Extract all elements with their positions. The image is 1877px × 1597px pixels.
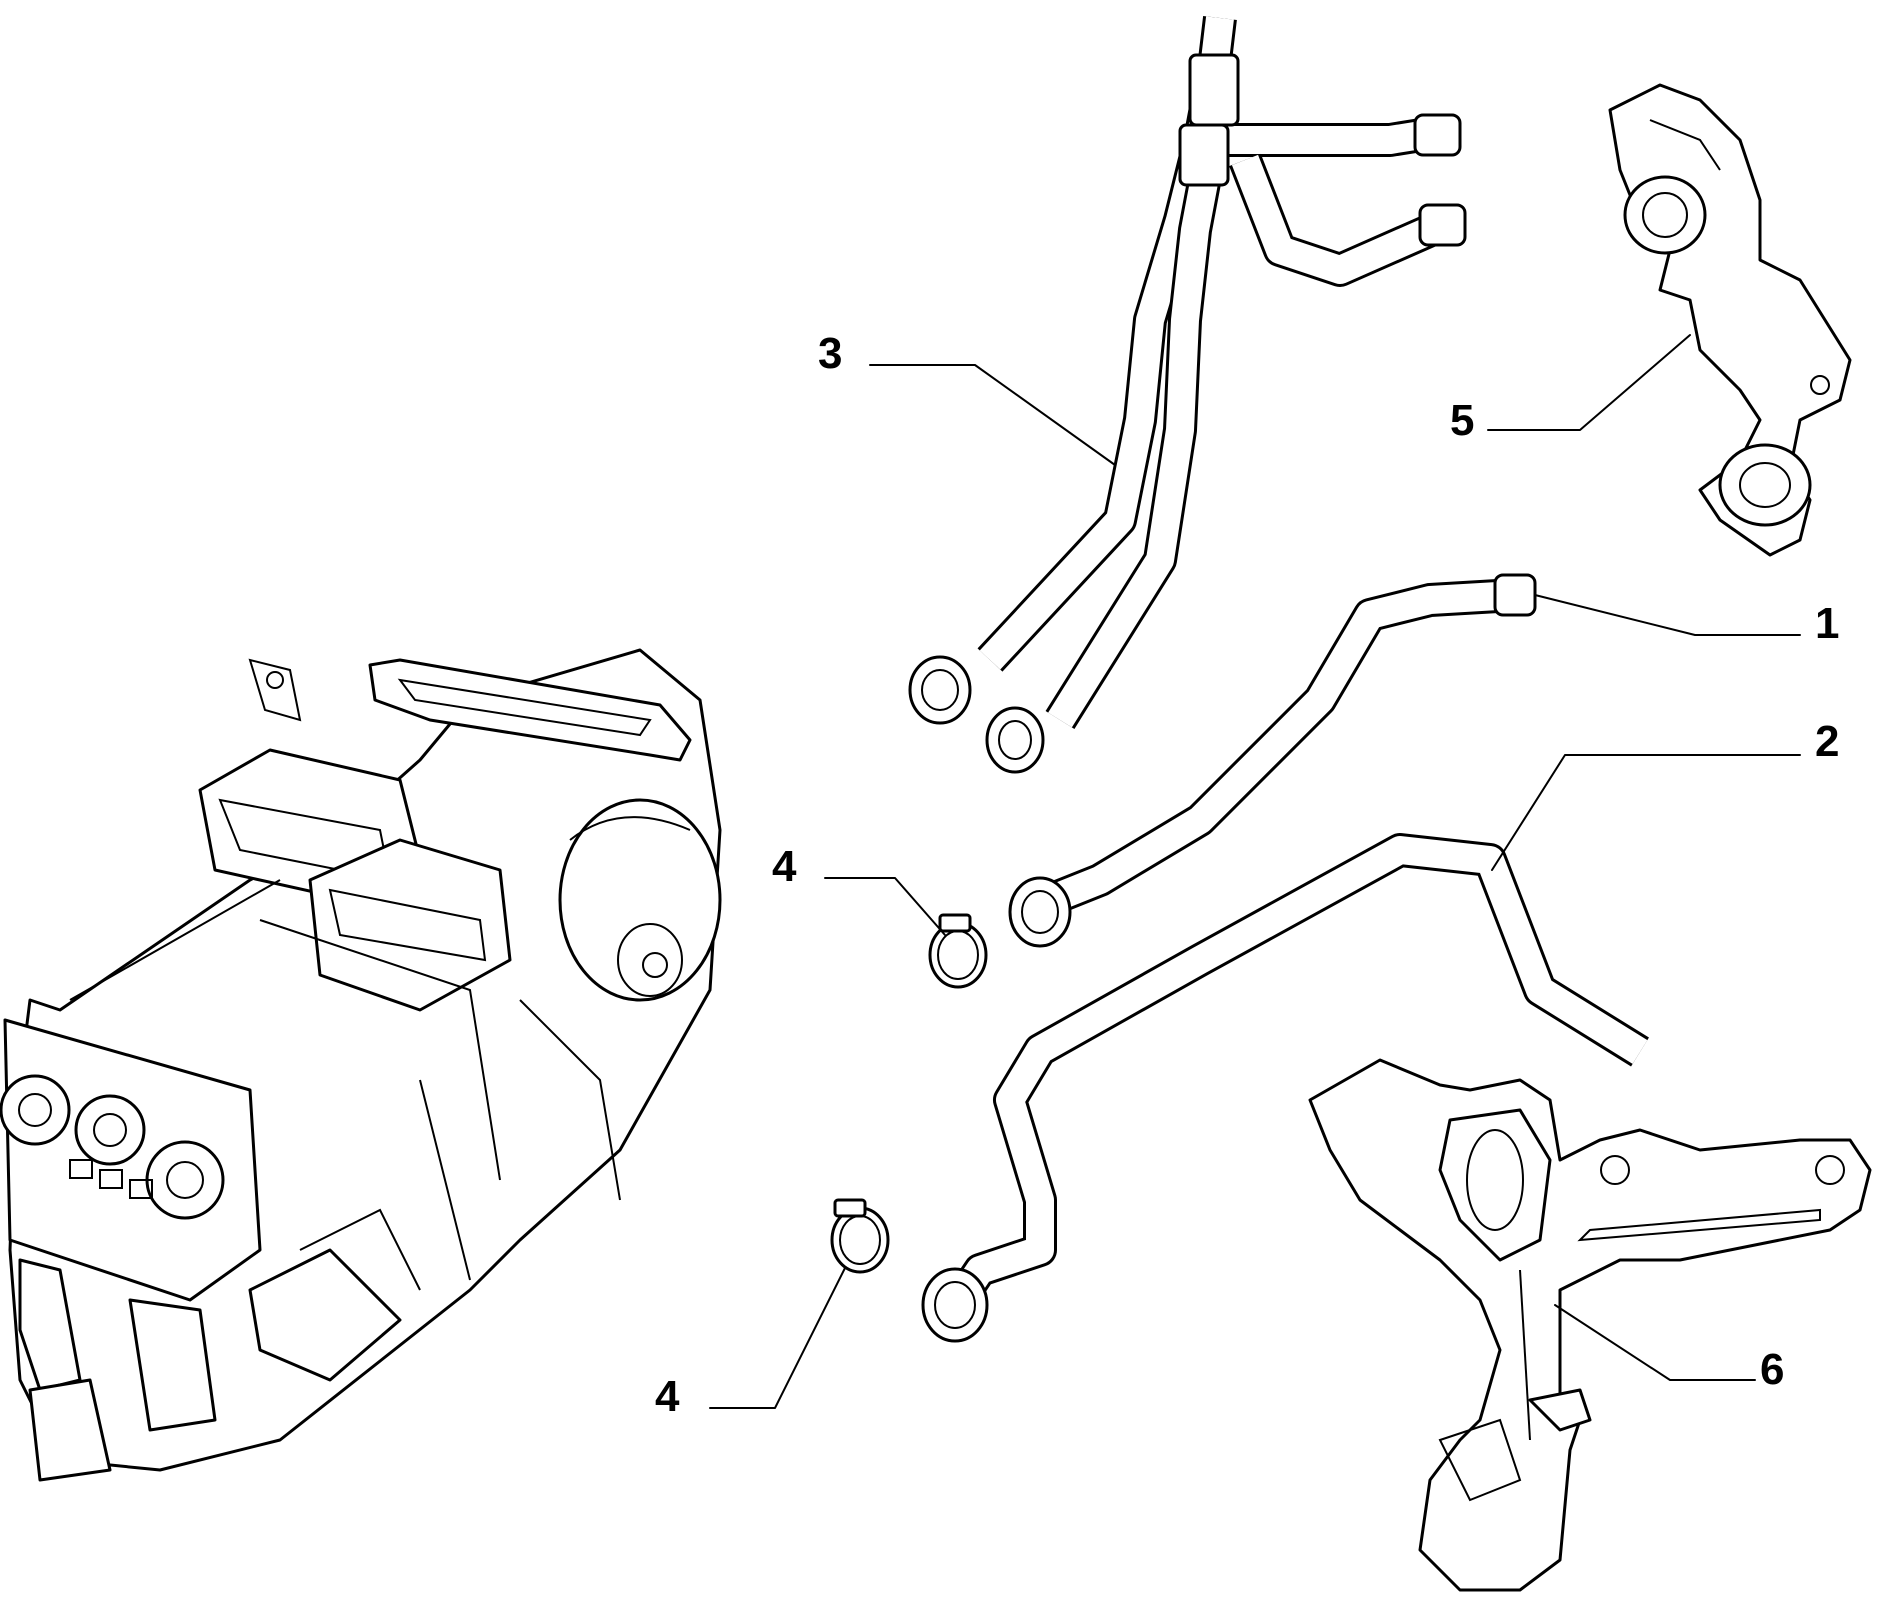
callout-label-4-upper: 4 — [772, 842, 797, 891]
bracket-6 — [1308, 1058, 1872, 1592]
leader-line-6 — [1554, 1304, 1756, 1381]
bracket-5 — [1608, 83, 1852, 557]
hose-clamp-upper — [928, 913, 988, 989]
callout-label-1: 1 — [1815, 599, 1840, 648]
hose-2 — [921, 833, 1649, 1343]
callout-label-6: 6 — [1760, 1345, 1785, 1394]
hose-assembly-3 — [908, 15, 1467, 774]
callout-label-4-lower: 4 — [655, 1372, 680, 1421]
leader-lines — [709, 334, 1801, 1409]
callout-label-2: 2 — [1815, 717, 1840, 766]
hvac-unit-assembly — [0, 648, 722, 1482]
hose-1 — [1008, 573, 1537, 948]
callout-label-3: 3 — [818, 329, 843, 378]
hose-clamp-lower — [830, 1198, 890, 1274]
leader-line-5 — [1487, 334, 1691, 431]
leader-line-1 — [1534, 594, 1801, 636]
leader-line-4-lower — [709, 1267, 846, 1409]
leader-line-2 — [1491, 754, 1801, 871]
callout-label-5: 5 — [1450, 396, 1475, 445]
leader-line-3 — [869, 364, 1116, 466]
leader-line-4-upper — [824, 877, 946, 936]
